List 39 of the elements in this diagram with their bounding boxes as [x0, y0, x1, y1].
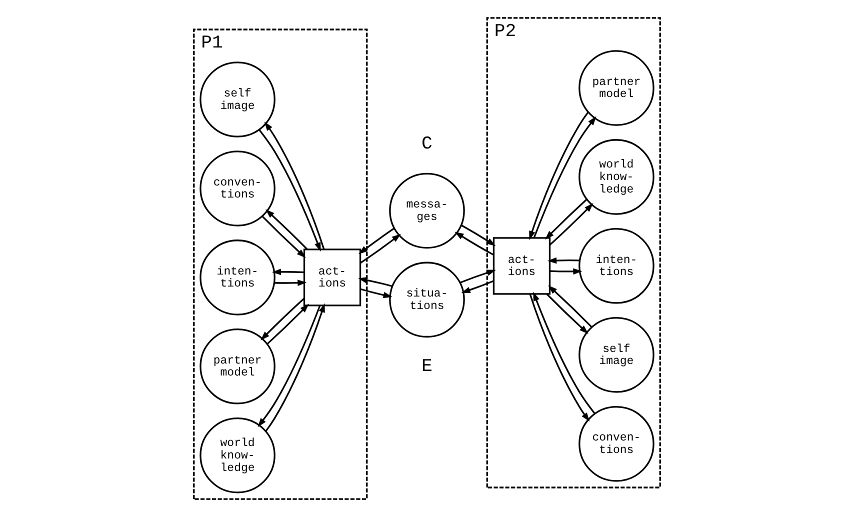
node-circle: self image — [200, 62, 276, 138]
arrow — [548, 285, 592, 328]
node-box: act- ions — [303, 248, 362, 306]
arrow — [360, 234, 401, 264]
arrow — [360, 288, 392, 298]
node-box: act- ions — [492, 237, 551, 295]
arrow — [546, 293, 588, 334]
arrow — [258, 305, 321, 428]
arrow — [461, 280, 494, 293]
node-circle: partner model — [200, 328, 276, 404]
arrow — [272, 268, 304, 276]
node-circle: inten- tions — [578, 228, 654, 304]
arrow — [265, 303, 325, 432]
arrow — [533, 292, 596, 414]
arrow — [264, 122, 325, 250]
node-circle: conven- tions — [578, 406, 654, 482]
label: C — [422, 134, 432, 155]
arrow — [529, 294, 590, 422]
node-circle: situa- tions — [389, 262, 465, 338]
arrow — [358, 228, 394, 254]
arrow — [545, 198, 588, 240]
arrow — [262, 216, 306, 258]
node-circle: inten- tions — [200, 240, 276, 316]
arrow — [258, 129, 321, 252]
arrow — [550, 268, 582, 275]
label: E — [422, 357, 432, 378]
arrow — [265, 209, 308, 250]
arrow — [547, 257, 580, 264]
arrow — [274, 280, 307, 286]
arrow — [266, 304, 309, 345]
arrow — [460, 270, 496, 284]
arrow — [533, 116, 596, 238]
arrow — [358, 277, 393, 288]
arrow — [260, 298, 304, 340]
arrow — [549, 203, 594, 246]
arrow — [460, 224, 496, 246]
node-circle: world know- ledge — [578, 139, 654, 215]
arrow — [454, 232, 494, 256]
arrow — [529, 112, 589, 240]
